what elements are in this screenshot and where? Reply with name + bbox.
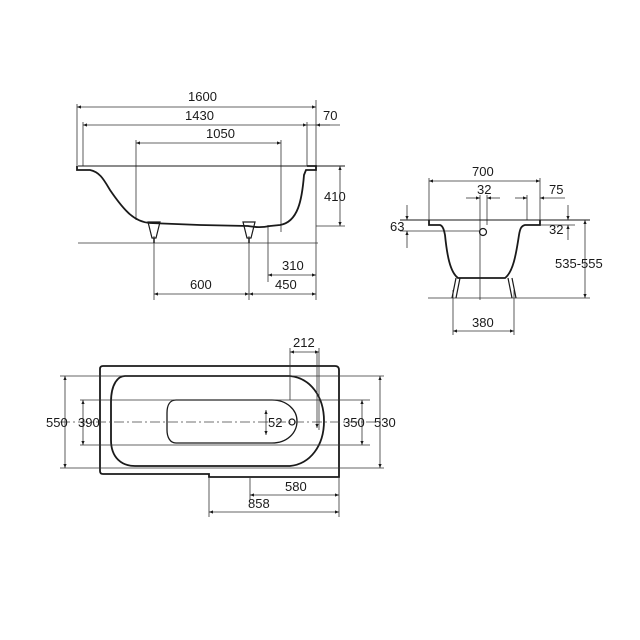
- dim-390: 390: [78, 415, 100, 430]
- dim-530: 530: [374, 415, 396, 430]
- leg-right: [242, 221, 256, 243]
- dim-700: 700: [472, 164, 494, 179]
- plan-view: 550 390 52 212 350 530 580 858: [46, 335, 396, 517]
- dim-32-overflow: 32: [477, 182, 491, 197]
- dim-52: 52: [268, 415, 282, 430]
- dim-450: 450: [275, 277, 297, 292]
- dim-550: 550: [46, 415, 68, 430]
- dim-1600: 1600: [188, 89, 217, 104]
- dim-410: 410: [324, 189, 346, 204]
- end-view: 700 32 75 63 32 535-555 380: [390, 164, 603, 335]
- leg-left: [147, 221, 161, 243]
- dim-580: 580: [285, 479, 307, 494]
- side-view: 1600 1430 70 1050 410 310 600 450: [76, 89, 346, 300]
- dim-1050: 1050: [206, 126, 235, 141]
- overflow-icon: [478, 227, 488, 237]
- dim-380: 380: [472, 315, 494, 330]
- dim-535-555: 535-555: [555, 256, 603, 271]
- dim-75: 75: [549, 182, 563, 197]
- dim-350: 350: [343, 415, 365, 430]
- dim-1430: 1430: [185, 108, 214, 123]
- dim-858: 858: [248, 496, 270, 511]
- dim-32-rim: 32: [549, 222, 563, 237]
- dim-600: 600: [190, 277, 212, 292]
- dim-310: 310: [282, 258, 304, 273]
- dim-63: 63: [390, 219, 404, 234]
- dim-212: 212: [293, 335, 315, 350]
- dim-70: 70: [323, 108, 337, 123]
- drain-icon: [288, 418, 296, 426]
